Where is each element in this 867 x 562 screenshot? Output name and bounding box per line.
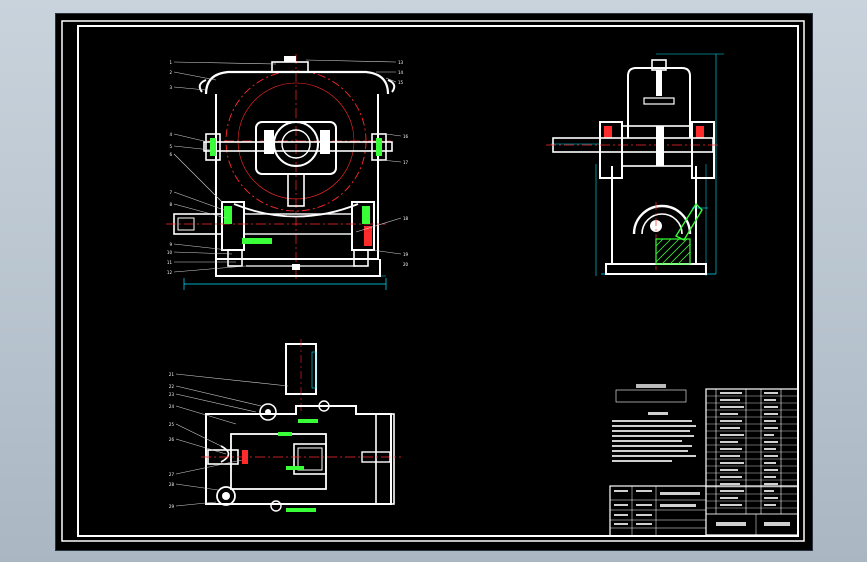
part-number-label: 2: [169, 70, 172, 75]
front-view: 1 2 3 4 5 6 7 8 9 10 11 12 13 14 15 16 1…: [166, 54, 409, 290]
outer-frame: [61, 20, 805, 542]
part-number-label: 18: [403, 216, 409, 221]
part-number-label: 12: [167, 270, 173, 275]
part-number-label: 28: [169, 482, 175, 487]
part-number-label: 6: [169, 152, 172, 157]
part-number-label: 22: [169, 384, 175, 389]
part-number-label: 14: [398, 70, 404, 75]
part-number-label: 20: [403, 262, 409, 267]
part-number-label: 11: [167, 260, 173, 265]
part-number-label: 9: [169, 242, 172, 247]
cad-drawing: 1 2 3 4 5 6 7 8 9 10 11 12 13 14 15 16 1…: [61, 20, 805, 542]
top-view: 21 22 23 24 25 26 27 28 29: [169, 339, 401, 512]
part-number-label: 21: [169, 372, 175, 377]
part-number-label: 7: [169, 190, 172, 195]
part-number-label: 10: [167, 250, 173, 255]
part-number-label: 23: [169, 392, 175, 397]
technical-requirements: [612, 384, 696, 462]
part-number-label: 26: [169, 437, 175, 442]
side-view: [546, 53, 724, 276]
part-number-label: 4: [169, 132, 172, 137]
cad-viewport[interactable]: 1 2 3 4 5 6 7 8 9 10 11 12 13 14 15 16 1…: [55, 13, 813, 551]
part-number-label: 27: [169, 472, 175, 477]
part-number-label: 25: [169, 422, 175, 427]
part-number-label: 29: [169, 504, 175, 509]
part-number-label: 5: [169, 144, 172, 149]
part-number-label: 3: [169, 85, 172, 90]
part-number-label: 13: [398, 60, 404, 65]
parts-list-table: [609, 388, 799, 537]
part-number-label: 17: [403, 160, 409, 165]
part-number-label: 15: [398, 80, 404, 85]
part-number-label: 16: [403, 134, 409, 139]
part-number-label: 19: [403, 252, 409, 257]
inner-frame: [77, 25, 799, 537]
part-number-label: 1: [169, 60, 172, 65]
part-number-label: 24: [169, 404, 175, 409]
part-number-label: 8: [169, 202, 172, 207]
